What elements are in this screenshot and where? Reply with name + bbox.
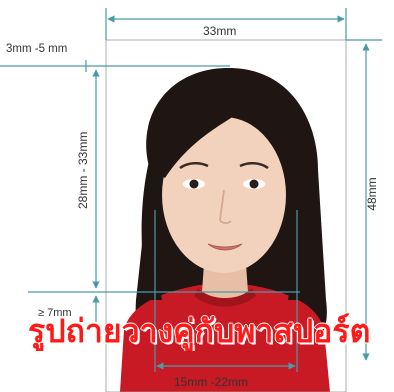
measurements [0, 8, 382, 372]
mouth [207, 243, 243, 251]
hair-fringe [159, 87, 291, 178]
label-photo-height: 48mm [365, 177, 379, 211]
caption-text: รูปถ่ายวางคู่กับพาสปอร์ต [28, 312, 371, 350]
label-head-top-margin: 3mm -5 mm [6, 43, 68, 55]
label-chin-margin: ≥ 7mm [38, 307, 72, 319]
label-head-height: 28mm - 33mm [76, 131, 90, 209]
right-eyebrow [239, 162, 269, 170]
photo-frame [105, 39, 347, 392]
collar [194, 288, 256, 307]
label-face-width: 15mm -22mm [174, 375, 249, 389]
label-photo-width: 33mm [203, 24, 237, 38]
left-eyebrow [179, 162, 209, 170]
hair-left [141, 150, 162, 300]
nose [219, 189, 232, 225]
portrait-photo [106, 40, 346, 392]
